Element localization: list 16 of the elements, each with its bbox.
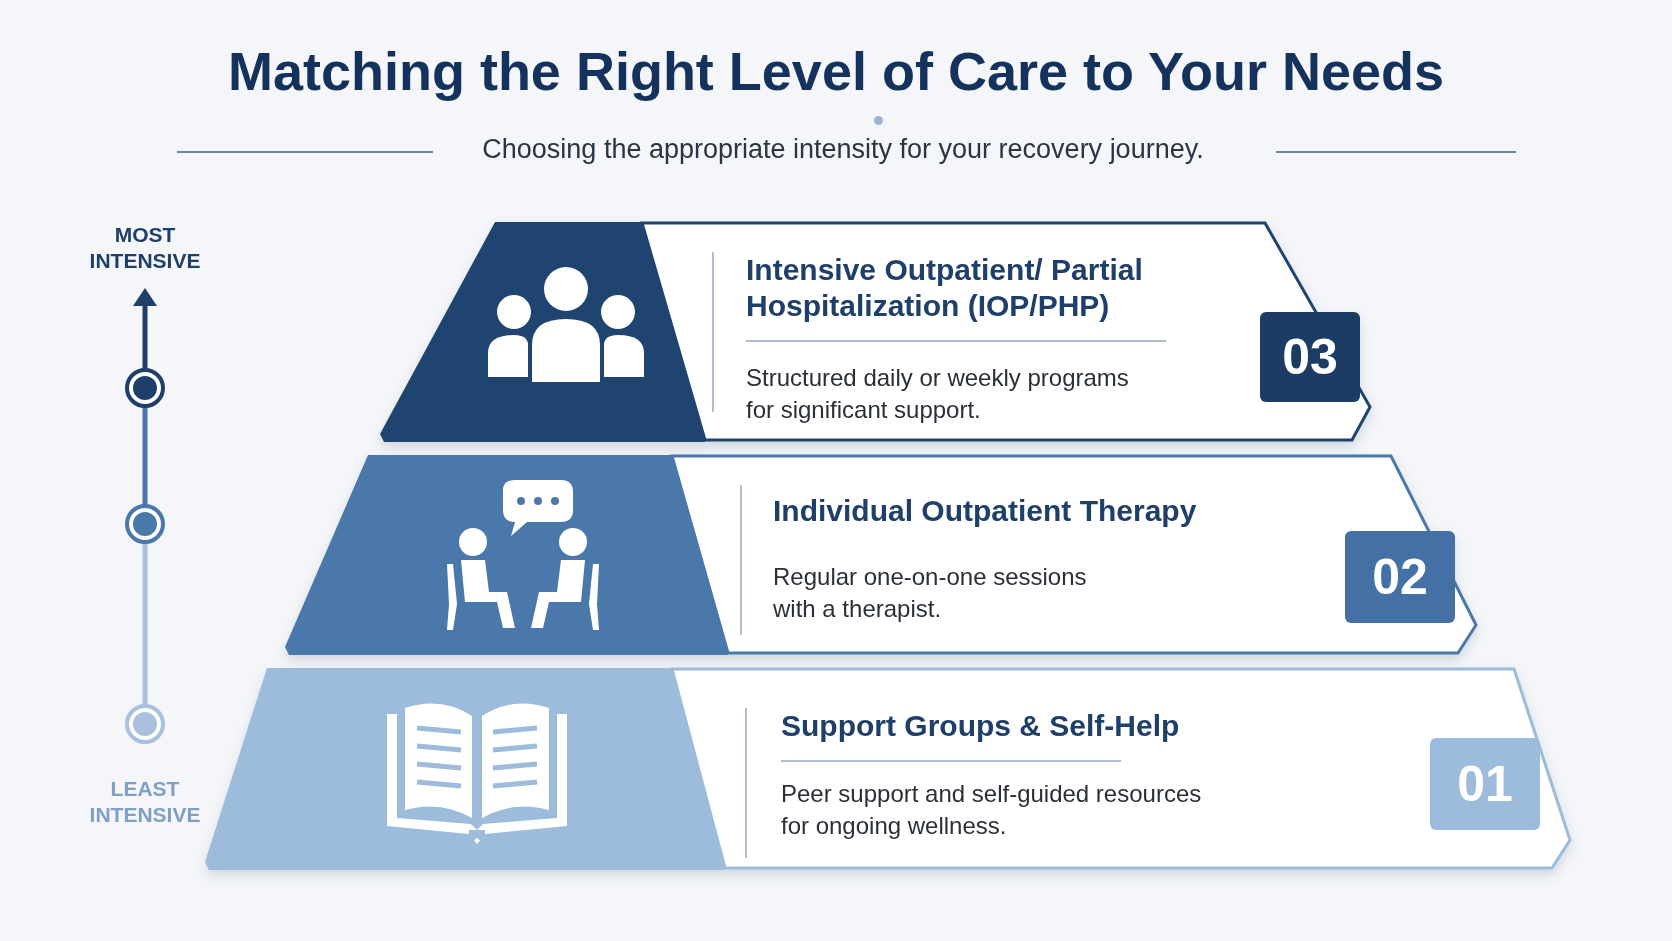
subtitle: Choosing the appropriate intensity for your recovery journey. bbox=[481, 134, 1205, 165]
pyramid-tier bbox=[205, 668, 1572, 870]
tier-heading: Support Groups & Self-Help bbox=[781, 708, 1181, 744]
level-number: 02 bbox=[1345, 531, 1455, 623]
tier-description: Regular one-on-one sessions with a therapist. bbox=[773, 562, 1088, 624]
tier-description: Peer support and self-guided resources for ongoing wellness. bbox=[781, 779, 1203, 841]
tier-heading: Individual Outpatient Therapy bbox=[773, 493, 1198, 529]
pyramid-tier bbox=[380, 222, 1372, 442]
scale-label: MOST INTENSIVE bbox=[88, 222, 202, 274]
level-number: 01 bbox=[1430, 738, 1540, 830]
title: Matching the Right Level of Care to Your Needs bbox=[226, 40, 1446, 102]
pyramid-tier bbox=[285, 455, 1478, 655]
tier-heading: Intensive Outpatient/ Partial Hospitalization (IOP/PHP) bbox=[746, 252, 1144, 324]
tier-description: Structured daily or weekly programs for significant support. bbox=[746, 363, 1130, 425]
level-number: 03 bbox=[1260, 312, 1360, 402]
scale-label: LEAST INTENSIVE bbox=[88, 776, 202, 828]
